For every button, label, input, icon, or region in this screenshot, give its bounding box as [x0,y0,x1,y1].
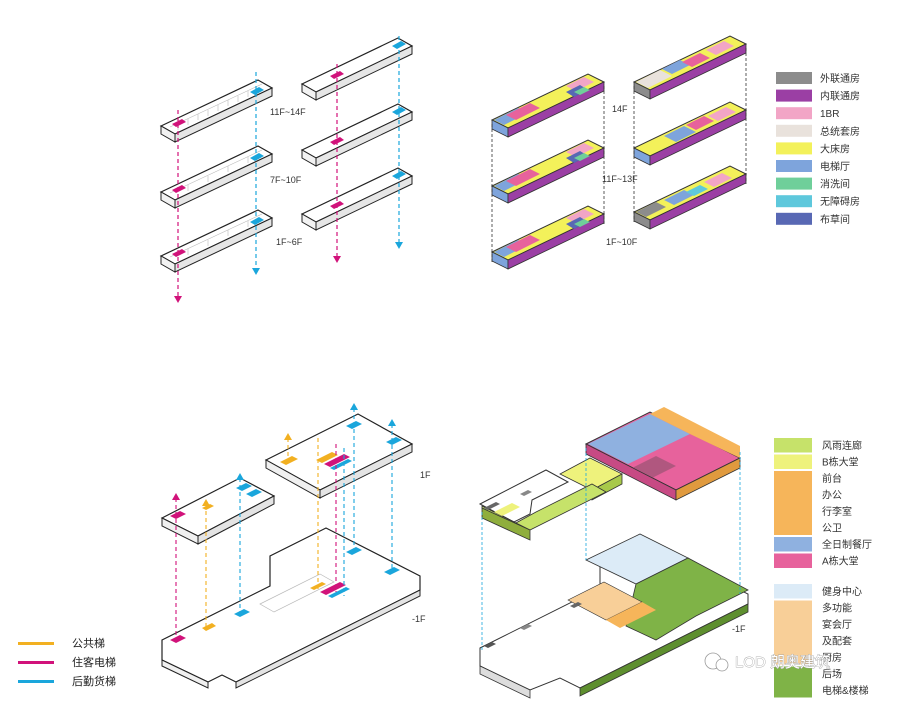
legend-public-label: 宴会厅 [822,618,852,631]
legend-room-swatch [776,124,812,137]
legend-public-swatch [774,553,812,568]
q1-slab-left-bot [159,209,274,273]
legend-circulation-label: 后勤货梯 [72,674,116,688]
q3-label-1f: 1F [420,470,431,480]
q1-slab-right-2 [300,103,414,167]
q1-slab-right-1 [300,37,414,101]
legend-public-swatch [774,438,812,453]
legend-room-label: 大床房 [820,142,850,155]
legend-public-label: 前台 [822,472,842,485]
watermark: LOD 朗奥建筑 [704,652,830,672]
legend-room-label: 总统套房 [820,125,860,138]
legend-public-label: 后场 [822,668,842,681]
q1-label-top: 11F~14F [270,107,306,117]
q2-plan-right-bot [632,165,748,230]
q2-room-types: 14F 11F~13F 1F~10F [490,35,748,270]
legend-room-label: 电梯厅 [820,160,850,173]
q1-label-mid: 7F~10F [270,175,302,185]
legend-room-swatch [776,195,812,208]
legend-room-swatch [776,160,812,172]
legend-public-label: 及配套 [822,635,852,648]
q1-slab-left-top [159,79,274,143]
legend-room-swatch [776,212,812,225]
q4-label-b1: -1F [732,624,746,634]
legend-circulation-label: 住客电梯 [72,655,116,669]
q3-label-b1: -1F [412,614,426,624]
q1-slab-left-mid [159,145,274,209]
legend-room-swatch [776,177,812,190]
q2-plan-right-top [632,35,748,100]
q1-label-bot: 1F~6F [276,237,303,247]
legend-room-label: 消洗间 [820,178,850,191]
q2-label-top: 14F [612,104,628,114]
q2-label-mid: 11F~13F [602,174,638,184]
q3-slab-1f [264,413,414,499]
legend-public-swatch [774,471,812,535]
legend-room-swatch [776,89,812,102]
q1-slab-right-3 [300,167,414,231]
watermark-text: LOD 朗奥建筑 [735,654,830,671]
q2-plan-left-mid [490,139,606,204]
legend-public-swatch [774,584,812,599]
legend-circulation-line [18,642,54,645]
legend-public-label: 多功能 [822,602,852,615]
q3-slab-b1 [161,527,421,689]
legend-public-label: 健身中心 [822,585,862,598]
legend-public-label: 厨房 [822,651,842,664]
legend-room-swatch [776,142,812,155]
legend-room-label: 外联通房 [820,72,860,85]
legend-public-swatch [774,666,812,698]
q3-podium-circulation: 1F -1F [160,403,431,689]
legend-public-swatch [774,537,812,552]
legend-circulation-line [18,661,54,664]
legend-public-label: 全日制餐厅 [822,538,872,551]
q4-slab-1f [478,407,742,541]
legend-room-label: 无障碍房 [820,195,860,208]
legend-public-swatch [774,600,812,665]
legend-circulation-line [18,680,54,683]
q2-plan-right-mid [632,101,748,166]
legend-public-label: 电梯&楼梯 [822,684,869,697]
q3-slab-small [160,477,276,545]
q2-plan-left-top [490,73,606,138]
q2-label-bot: 1F~10F [606,237,638,247]
legend-public-label: 行李室 [822,505,852,518]
q4-slab-b1 [479,533,749,699]
legend-public-label: A栋大堂 [822,555,859,568]
q4-podium-zoning: -1F [478,407,749,699]
legend-public-label: B栋大堂 [822,456,859,469]
legend-room-swatch [776,72,812,84]
legend-public-label: 办公 [822,489,842,502]
legend-room-label: 1BR [820,109,839,120]
q1-tower-circulation: 11F~14F 7F~10F 1F~6F [159,36,414,303]
legend-public-swatch [774,454,812,469]
q2-plan-left-bot [490,205,606,270]
legend-public-label: 风雨连廊 [822,439,862,452]
legend-room-label: 内联通房 [820,90,860,103]
legend-circulation-label: 公共梯 [72,637,105,650]
legend-room-swatch [776,107,812,120]
legend-room-label: 布草间 [820,213,850,226]
legend-public-label: 公卫 [822,524,842,535]
